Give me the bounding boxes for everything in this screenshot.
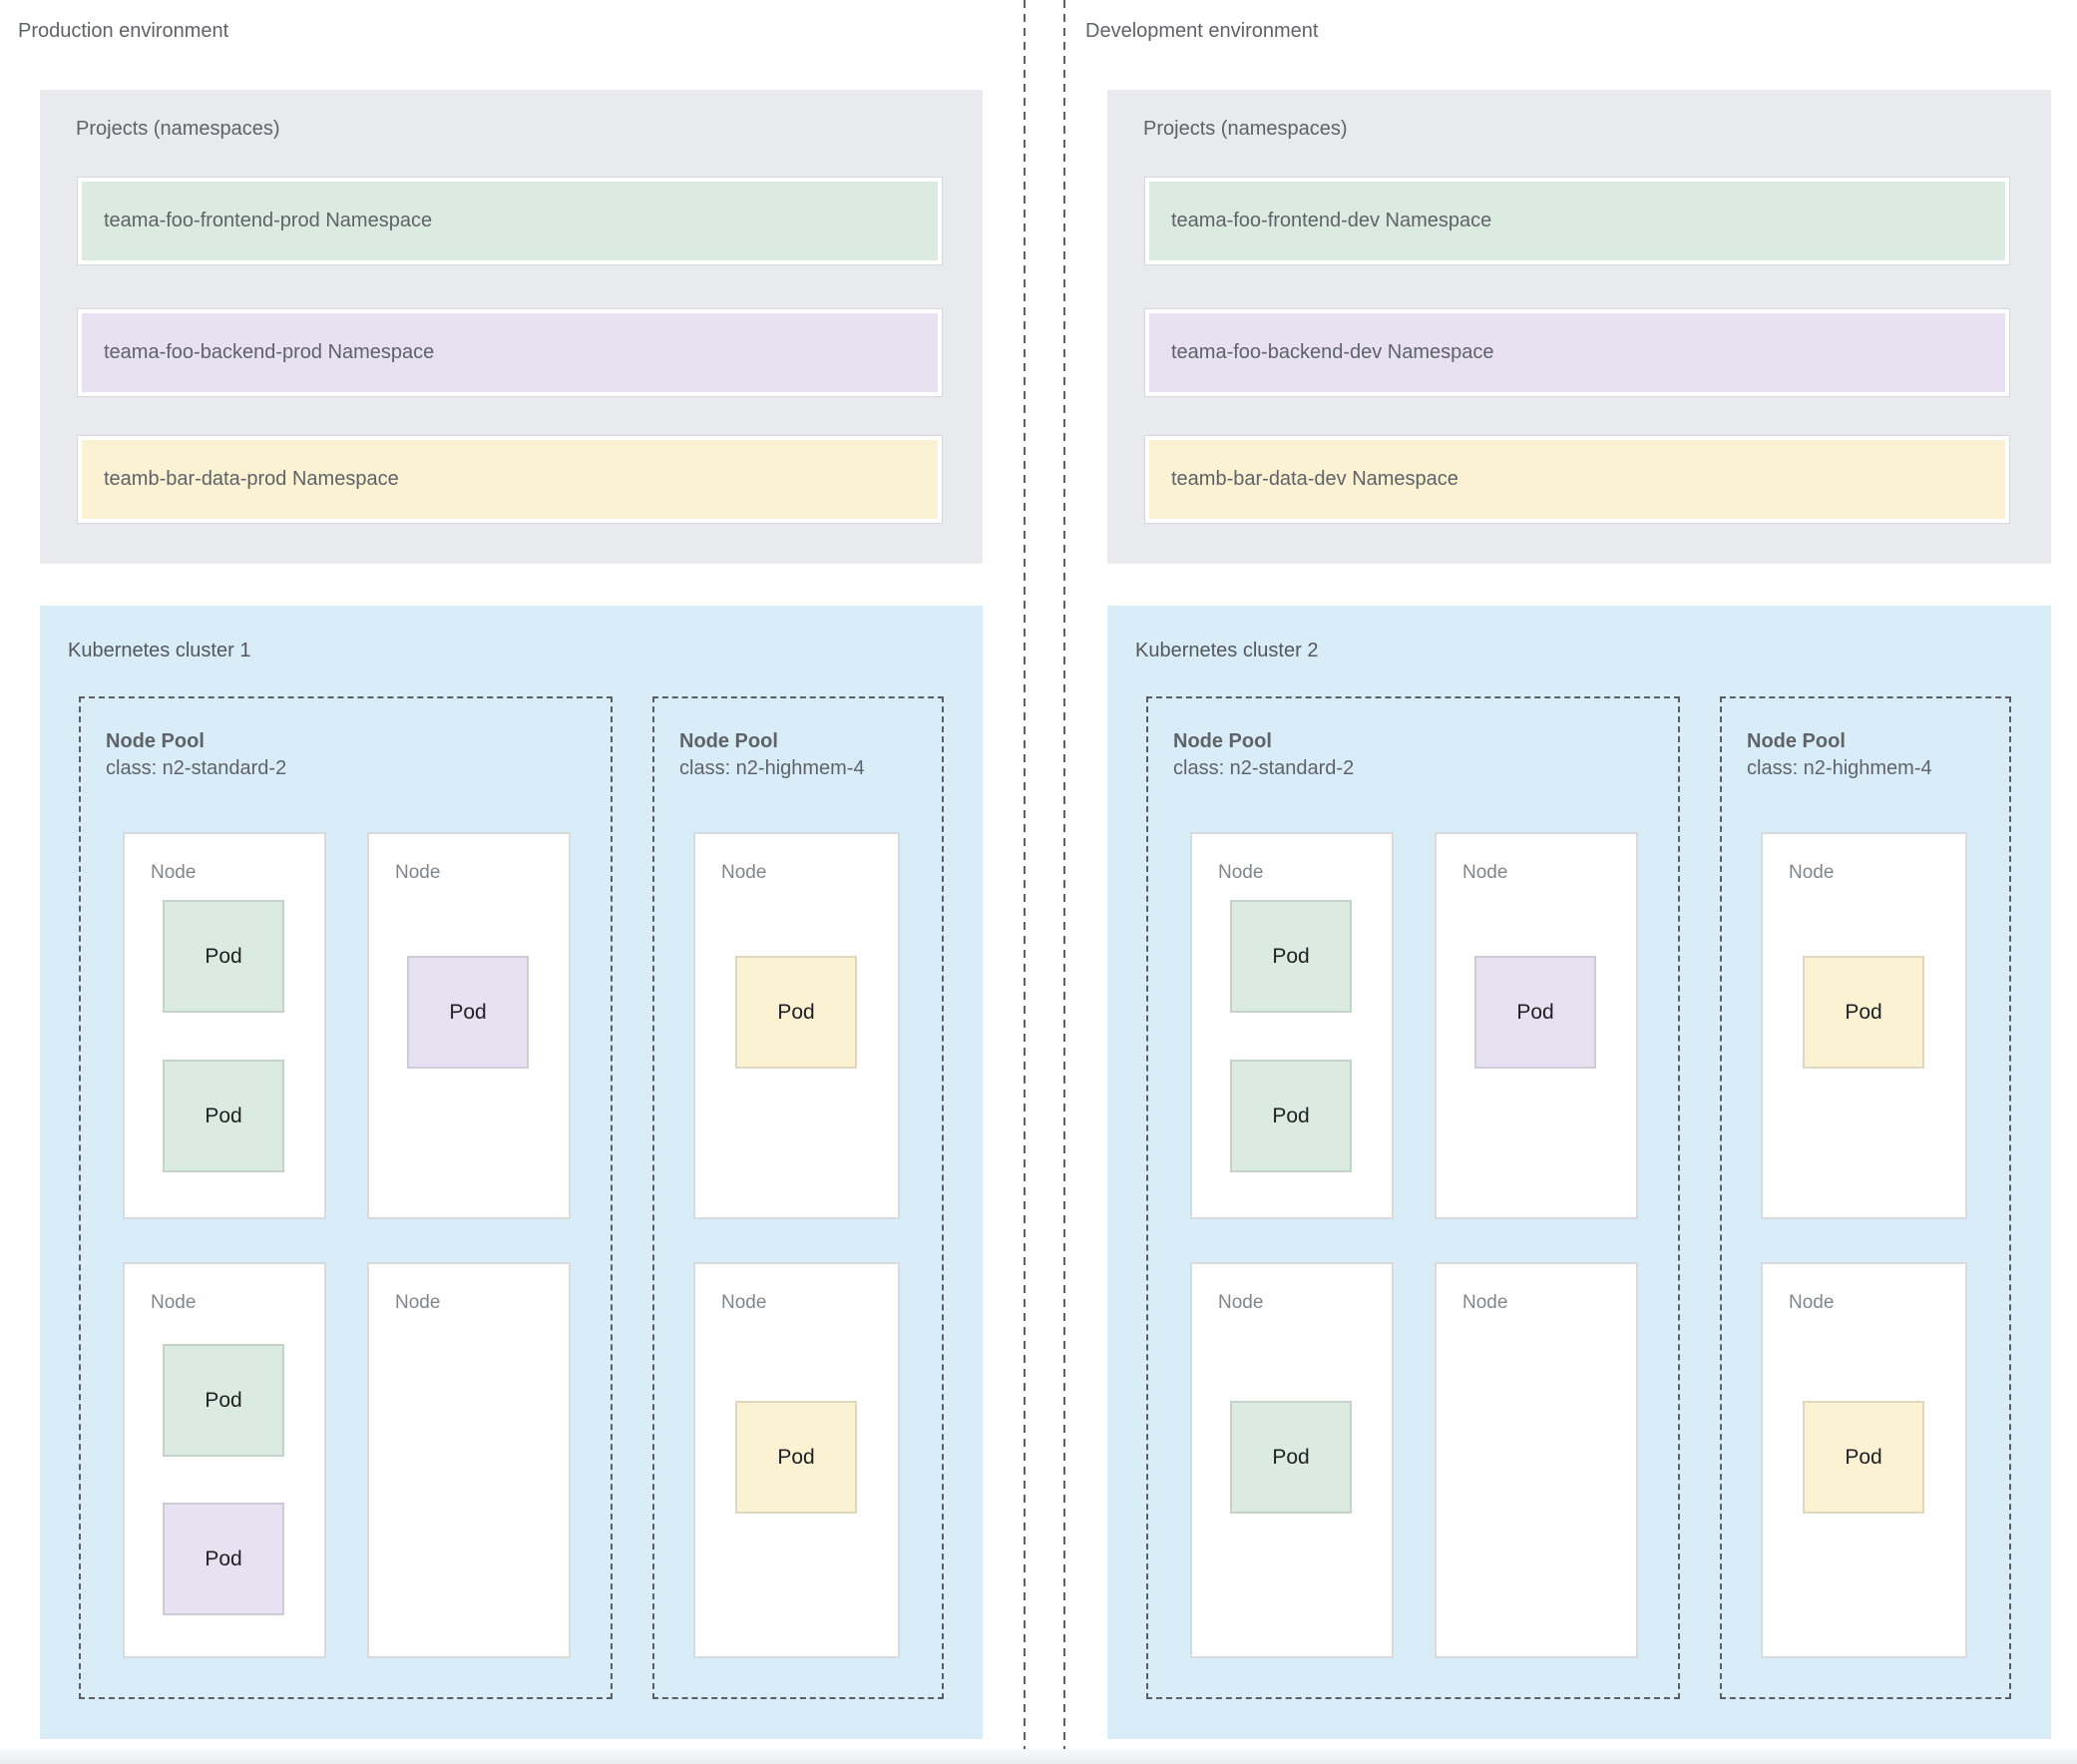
cluster-panel-1: Kubernetes cluster 1 Node Pool class: n2… <box>40 606 983 1739</box>
node-label: Node <box>1218 862 1264 883</box>
cluster-panel-2: Kubernetes cluster 2 Node Pool class: n2… <box>1107 606 2051 1739</box>
namespace-label: teamb-bar-data-dev Namespace <box>1171 468 1458 490</box>
node-pool-class: class: n2-highmem-4 <box>1747 757 1932 779</box>
pod-label: Pod <box>205 1546 242 1570</box>
pod-box: Pod <box>1230 1401 1352 1514</box>
node-box: Node Pod Pod <box>123 1262 326 1658</box>
namespace-label: teama-foo-backend-dev Namespace <box>1171 341 1494 363</box>
node-box-empty: Node <box>1435 1262 1638 1658</box>
pod-box: Pod <box>735 956 857 1069</box>
pod-box: Pod <box>407 956 529 1069</box>
cluster-label: Kubernetes cluster 1 <box>68 640 251 662</box>
node-box: Node Pod <box>1190 1262 1394 1658</box>
node-label: Node <box>1789 862 1835 883</box>
page-bottom-strip <box>0 1749 2077 1764</box>
projects-panel-development: Projects (namespaces) teama-foo-frontend… <box>1107 90 2051 564</box>
node-pool-title: Node Pool <box>679 730 778 752</box>
namespace-teama-foo-frontend-dev: teama-foo-frontend-dev Namespace <box>1145 178 2009 264</box>
namespace-label: teama-foo-frontend-prod Namespace <box>104 210 433 231</box>
environment-label-development: Development environment <box>1085 20 1319 42</box>
node-label: Node <box>1789 1292 1835 1313</box>
pod-label: Pod <box>1272 944 1310 968</box>
node-label: Node <box>721 862 767 883</box>
pod-box: Pod <box>163 1503 284 1615</box>
namespace-teamb-bar-data-prod: teamb-bar-data-prod Namespace <box>78 436 942 523</box>
environment-label-production: Production environment <box>18 20 229 42</box>
pod-label: Pod <box>1845 1000 1882 1024</box>
node-box: Node Pod Pod <box>1190 832 1394 1219</box>
node-box: Node Pod <box>1435 832 1638 1219</box>
node-label: Node <box>1462 862 1508 883</box>
pod-label: Pod <box>1272 1445 1310 1469</box>
node-pool-title: Node Pool <box>1173 730 1272 752</box>
node-label: Node <box>151 862 197 883</box>
namespace-teama-foo-backend-dev: teama-foo-backend-dev Namespace <box>1145 309 2009 396</box>
node-box-empty: Node <box>367 1262 571 1658</box>
namespace-teama-foo-frontend-prod: teama-foo-frontend-prod Namespace <box>78 178 942 264</box>
namespace-teama-foo-backend-prod: teama-foo-backend-prod Namespace <box>78 309 942 396</box>
pod-box: Pod <box>735 1401 857 1514</box>
node-box: Node Pod Pod <box>123 832 326 1219</box>
pod-label: Pod <box>777 1445 815 1469</box>
namespace-label: teama-foo-frontend-dev Namespace <box>1171 210 1492 231</box>
node-box: Node Pod <box>693 832 900 1219</box>
node-pool-standard: Node Pool class: n2-standard-2 Node Pod … <box>1146 696 1680 1699</box>
node-pool-class: class: n2-standard-2 <box>1173 757 1355 779</box>
pod-label: Pod <box>1272 1103 1310 1127</box>
pod-label: Pod <box>205 1388 242 1412</box>
node-pool-class: class: n2-highmem-4 <box>679 757 865 779</box>
node-box: Node Pod <box>367 832 571 1219</box>
namespace-teamb-bar-data-dev: teamb-bar-data-dev Namespace <box>1145 436 2009 523</box>
pod-label: Pod <box>1845 1445 1882 1469</box>
node-pool-title: Node Pool <box>1747 730 1846 752</box>
pod-box: Pod <box>1230 1060 1352 1172</box>
namespace-label: teama-foo-backend-prod Namespace <box>104 341 435 363</box>
node-label: Node <box>395 862 441 883</box>
pod-label: Pod <box>777 1000 815 1024</box>
projects-panel-production: Projects (namespaces) teama-foo-frontend… <box>40 90 983 564</box>
node-label: Node <box>1218 1292 1264 1313</box>
pod-label: Pod <box>205 944 242 968</box>
pod-label: Pod <box>205 1103 242 1127</box>
projects-panel-title: Projects (namespaces) <box>76 118 280 140</box>
node-pool-class: class: n2-standard-2 <box>106 757 287 779</box>
node-label: Node <box>1462 1292 1508 1313</box>
environment-divider-line <box>1024 0 1026 1764</box>
node-box: Node Pod <box>1761 832 1967 1219</box>
node-label: Node <box>721 1292 767 1313</box>
node-label: Node <box>395 1292 441 1313</box>
cluster-label: Kubernetes cluster 2 <box>1135 640 1319 662</box>
pod-label: Pod <box>1516 1000 1554 1024</box>
pod-box: Pod <box>163 900 284 1013</box>
pod-box: Pod <box>1474 956 1596 1069</box>
pod-box: Pod <box>163 1060 284 1172</box>
node-pool-highmem: Node Pool class: n2-highmem-4 Node Pod N… <box>1720 696 2011 1699</box>
node-label: Node <box>151 1292 197 1313</box>
environment-divider-line <box>1063 0 1065 1764</box>
node-box: Node Pod <box>1761 1262 1967 1658</box>
node-pool-highmem: Node Pool class: n2-highmem-4 Node Pod N… <box>652 696 944 1699</box>
pod-box: Pod <box>1230 900 1352 1013</box>
node-box: Node Pod <box>693 1262 900 1658</box>
node-pool-title: Node Pool <box>106 730 205 752</box>
projects-panel-title: Projects (namespaces) <box>1143 118 1348 140</box>
pod-label: Pod <box>449 1000 487 1024</box>
pod-box: Pod <box>163 1344 284 1457</box>
node-pool-standard: Node Pool class: n2-standard-2 Node Pod … <box>79 696 613 1699</box>
namespace-label: teamb-bar-data-prod Namespace <box>104 468 399 490</box>
pod-box: Pod <box>1803 956 1924 1069</box>
pod-box: Pod <box>1803 1401 1924 1514</box>
